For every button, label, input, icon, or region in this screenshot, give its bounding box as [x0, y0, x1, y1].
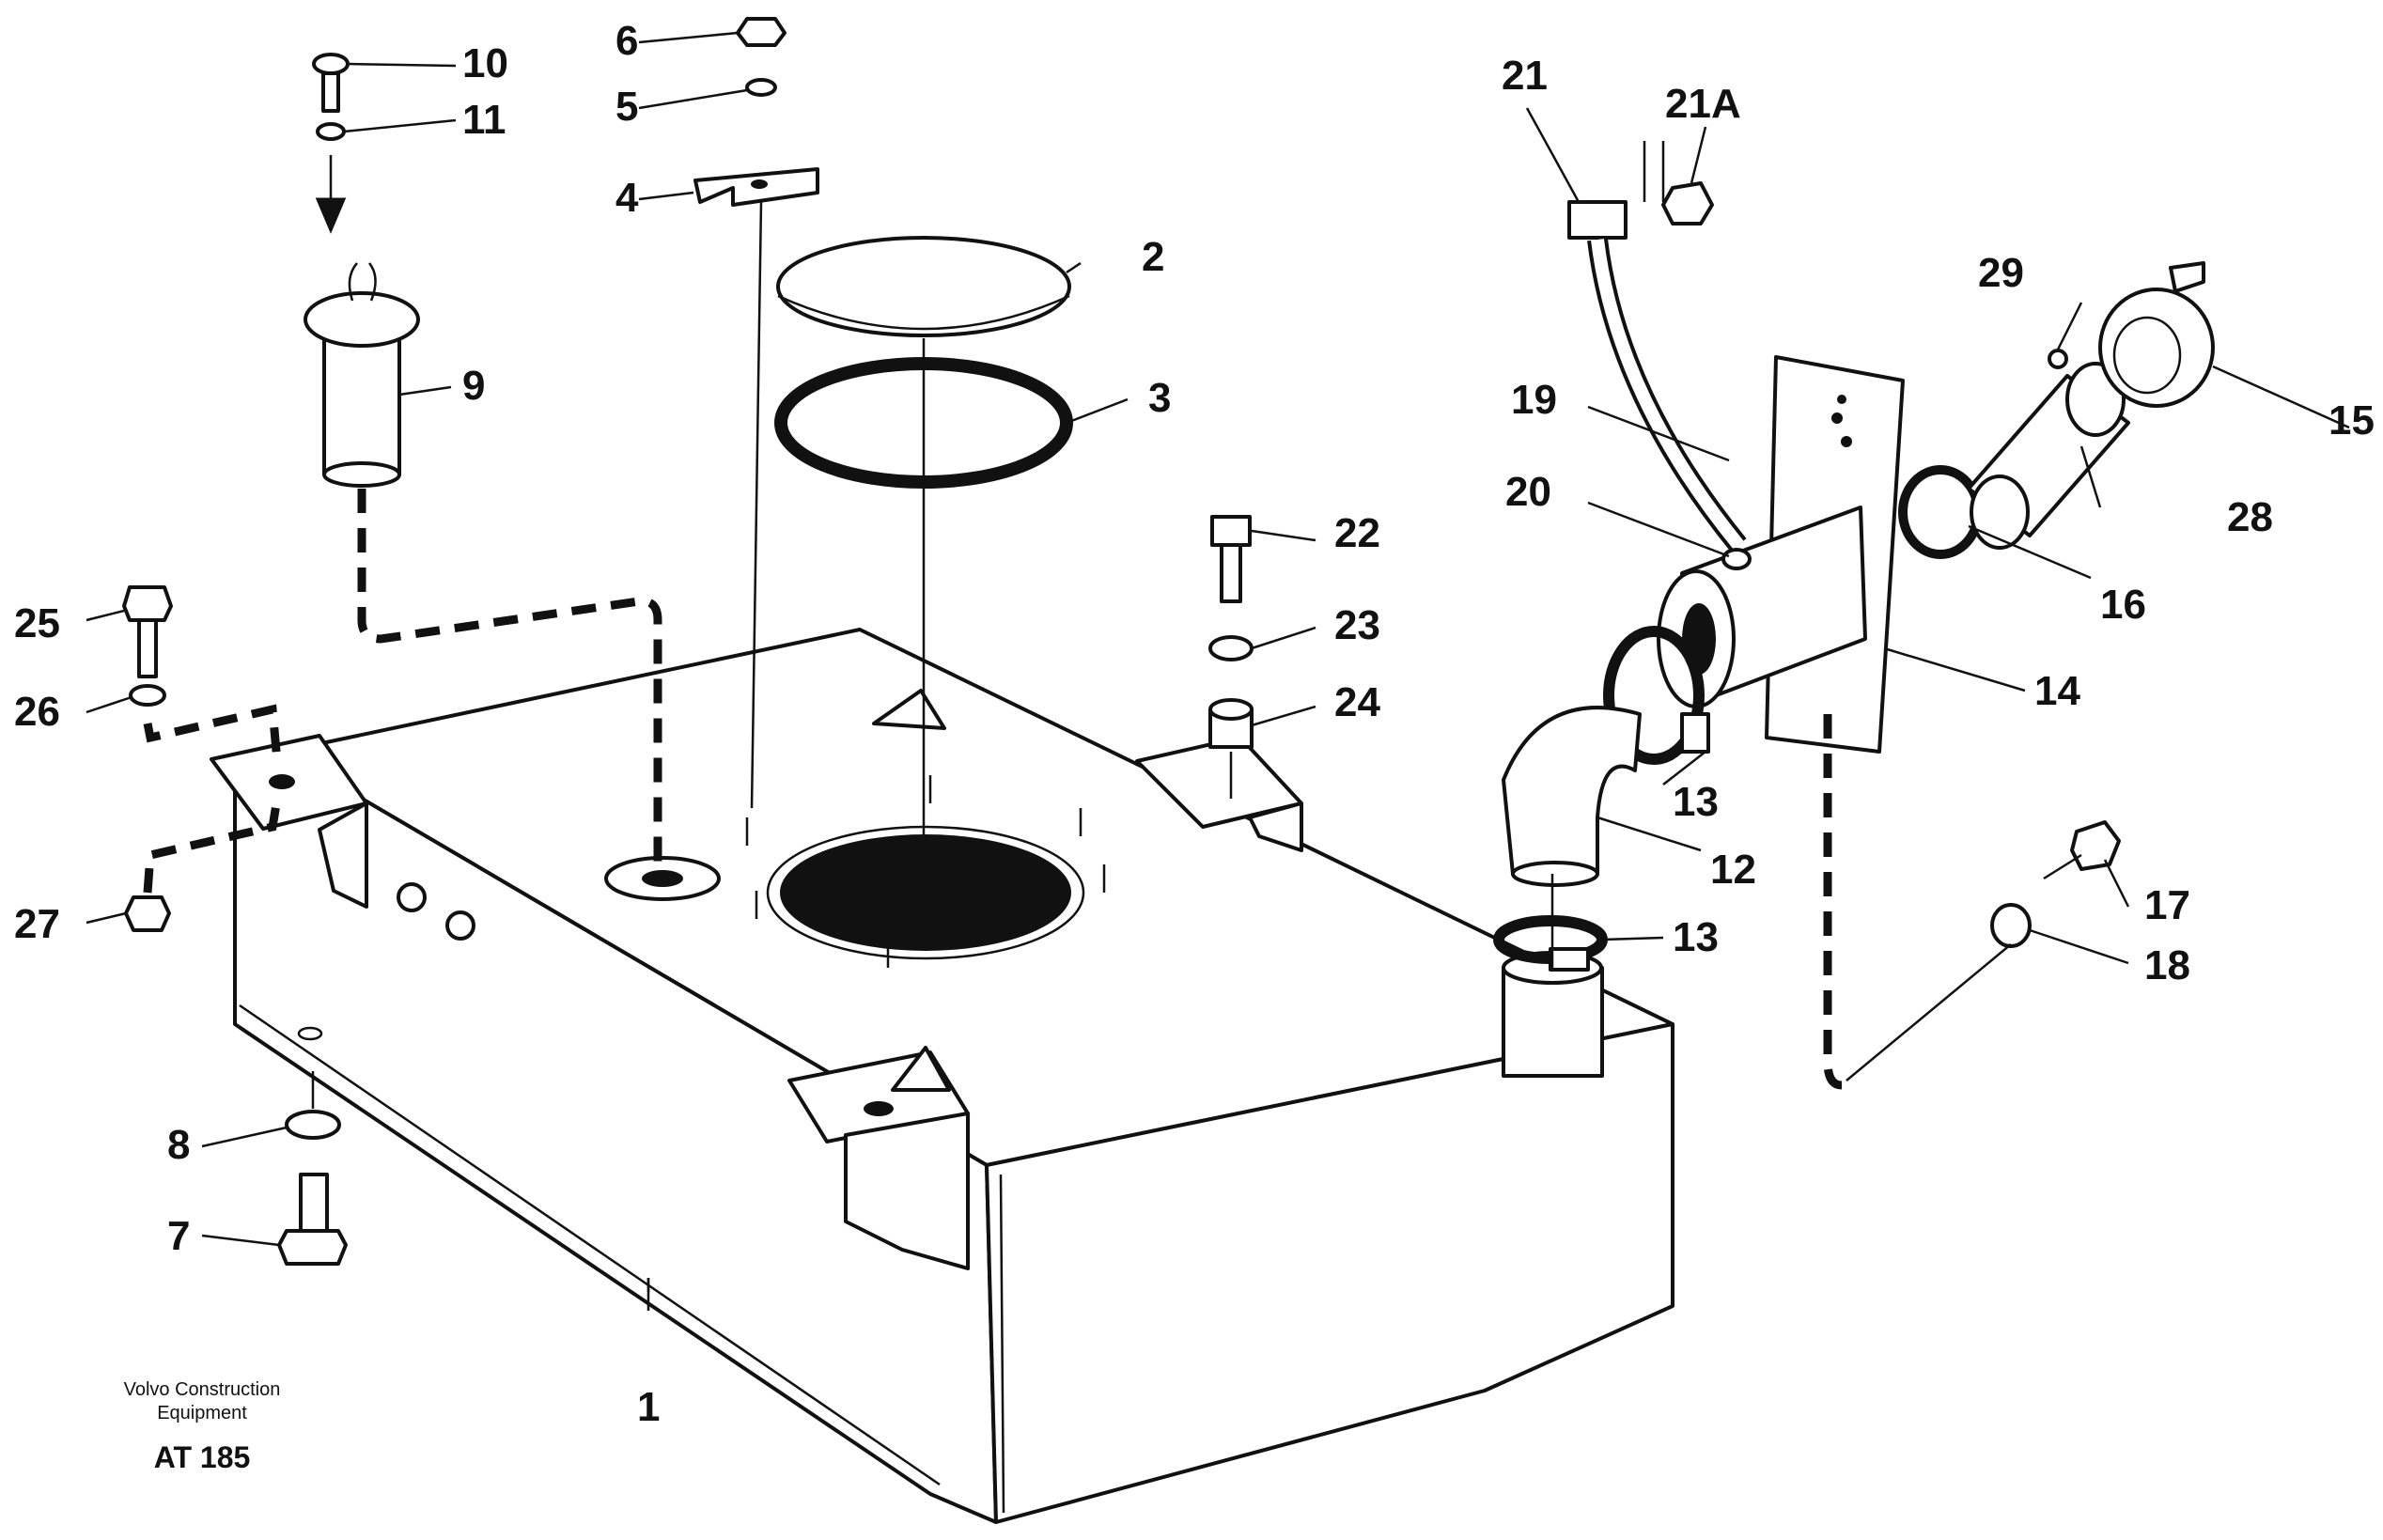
callout-5: 5 [615, 84, 638, 130]
washer [316, 122, 346, 141]
spacer [1208, 698, 1254, 749]
bolt [1210, 515, 1252, 603]
fuel-tank [210, 628, 1674, 1524]
leader-lines [86, 31, 2350, 1311]
callout-17: 17 [2144, 882, 2190, 928]
callout-7: 7 [167, 1213, 190, 1259]
washer [1990, 903, 2032, 948]
callout-3: 3 [1148, 375, 1171, 421]
washer [745, 78, 777, 97]
callout-12: 12 [1710, 847, 1756, 893]
bolt [2043, 820, 2121, 880]
retaining-bracket [693, 167, 819, 207]
hose-clip [1567, 200, 1628, 240]
callout-19: 19 [1511, 377, 1557, 423]
filler-cap [2098, 261, 2215, 408]
callout-11: 11 [462, 97, 506, 143]
callout-26: 26 [14, 689, 60, 735]
strainer [1967, 362, 2130, 550]
callout-28: 28 [2227, 494, 2273, 540]
company-name-line2: Equipment [157, 1403, 247, 1423]
callout-25: 25 [14, 600, 60, 646]
callout-13-lower: 13 [1673, 914, 1719, 960]
arrow-down-icon [315, 197, 347, 234]
nut [1661, 181, 1714, 226]
callout-9: 9 [462, 363, 485, 409]
bolt [277, 1173, 348, 1266]
washer [285, 1110, 341, 1140]
callout-6: 6 [615, 18, 638, 64]
bolt [122, 585, 173, 678]
callout-29: 29 [1978, 250, 2024, 296]
nut [736, 17, 787, 47]
callout-4: 4 [615, 175, 639, 221]
callout-1: 1 [637, 1384, 660, 1430]
figure-code: AT 185 [154, 1440, 251, 1474]
callout-23: 23 [1334, 602, 1380, 648]
tank-cover [776, 236, 1071, 337]
screw [2048, 349, 2068, 369]
figure-caption: Volvo Construction Equipment AT 185 [124, 1379, 281, 1474]
callout-8: 8 [167, 1122, 190, 1168]
vent-hose [1587, 141, 1747, 552]
washer [129, 684, 166, 707]
company-name-line1: Volvo Construction [124, 1379, 281, 1400]
callout-labels: 1 2 3 4 5 6 7 8 9 10 11 12 13 13 14 15 1… [14, 18, 2375, 1430]
callout-21: 21 [1502, 53, 1548, 99]
elbow-hose [1502, 706, 1642, 887]
nut [124, 895, 171, 932]
callout-16: 16 [2100, 582, 2146, 628]
callout-14: 14 [2034, 668, 2080, 714]
washer [1208, 635, 1254, 661]
callout-18: 18 [2144, 942, 2190, 988]
hose-clamp [1721, 548, 1752, 570]
callout-15: 15 [2328, 397, 2375, 443]
callout-10: 10 [462, 40, 508, 86]
callout-22: 22 [1334, 510, 1380, 556]
callout-24: 24 [1334, 679, 1380, 725]
callout-2: 2 [1142, 234, 1164, 280]
seal-ring [1898, 465, 1983, 559]
callout-13-upper: 13 [1673, 779, 1719, 825]
fuel-level-sender [304, 262, 420, 488]
connection-lines [143, 201, 2012, 1109]
hose-clamp [1603, 626, 1710, 765]
callout-21A: 21A [1665, 81, 1741, 127]
screw [312, 53, 350, 113]
callout-27: 27 [14, 901, 60, 947]
callout-20: 20 [1505, 469, 1551, 515]
